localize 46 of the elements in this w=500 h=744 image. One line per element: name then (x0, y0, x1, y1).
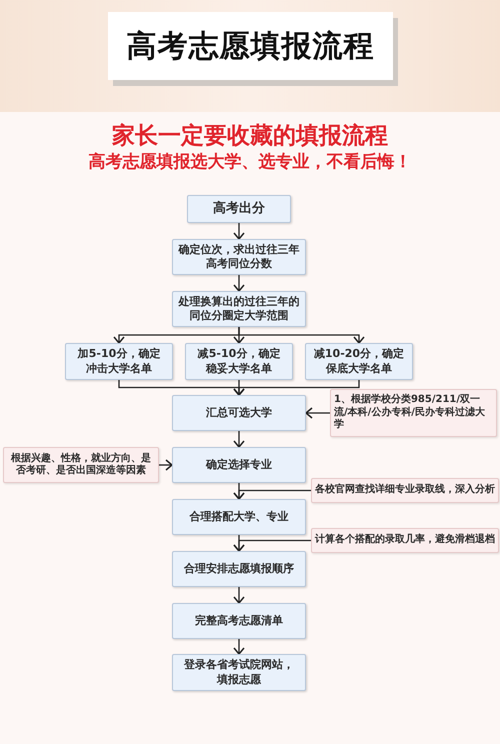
subtitle-text: 家长一定要收藏的填报流程 (112, 123, 388, 150)
tagline-text: 高考志愿填报选大学、选专业，不看后悔！ (88, 153, 412, 173)
step-text: 合理安排志愿填报顺序 (184, 562, 294, 576)
flow-arrow (233, 275, 245, 292)
process-box (172, 551, 306, 587)
flow-arrow (233, 490, 311, 500)
step-text: 处理换算出的过往三年的同位分圈定大学范围 (178, 294, 300, 324)
process-box (172, 291, 306, 327)
process-box (172, 654, 306, 691)
step-text: 完整高考志愿清单 (195, 614, 283, 628)
process-box (172, 395, 306, 431)
option-box (65, 343, 173, 380)
flow-arrow (233, 587, 245, 604)
note-text: 1、根据学校分类985/211/双一流/本科/公办专科/民办专科过滤大学 (334, 394, 486, 432)
process-box (172, 239, 306, 275)
note-text: 计算各个搭配的录取几率，避免滑档退档 (315, 534, 495, 547)
step-text: 高考出分 (213, 200, 265, 218)
option-text: 加5-10分，确定冲击大学名单 (76, 347, 162, 376)
note-text: 各校官网查找详细专业录取线，深入分析 (315, 484, 495, 497)
option-text: 减10-20分，确定保底大学名单 (313, 347, 405, 376)
process-box (187, 195, 291, 223)
flow-arrow (233, 431, 245, 448)
flow-arrow (238, 327, 365, 344)
step-text: 登录各省考试院网站，填报志愿 (183, 658, 295, 687)
step-text: 合理搭配大学、专业 (190, 510, 288, 524)
title-text: 高考志愿填报流程 (126, 28, 374, 66)
process-box (172, 603, 306, 639)
option-box (305, 343, 413, 380)
flow-arrow (233, 540, 311, 552)
note-box (3, 447, 159, 483)
note-text: 根据兴趣、性格，就业方向、是否考研、是否出国深造等因素 (10, 452, 152, 478)
flow-arrow (233, 223, 245, 240)
flow-arrow (159, 459, 173, 471)
note-box (311, 478, 499, 503)
option-text: 减5-10分，确定稳妥大学名单 (196, 347, 282, 376)
process-box (172, 499, 306, 535)
option-box (185, 343, 293, 380)
step-text: 汇总可选大学 (206, 406, 272, 420)
process-box (172, 447, 306, 483)
flow-arrow (233, 639, 245, 655)
flow-arrow (233, 380, 360, 396)
step-text: 确定位次，求出过往三年高考同位分数 (178, 242, 300, 272)
note-box (311, 528, 499, 553)
note-box (330, 389, 497, 437)
step-text: 确定选择专业 (206, 458, 272, 472)
flow-arrow (305, 407, 330, 419)
